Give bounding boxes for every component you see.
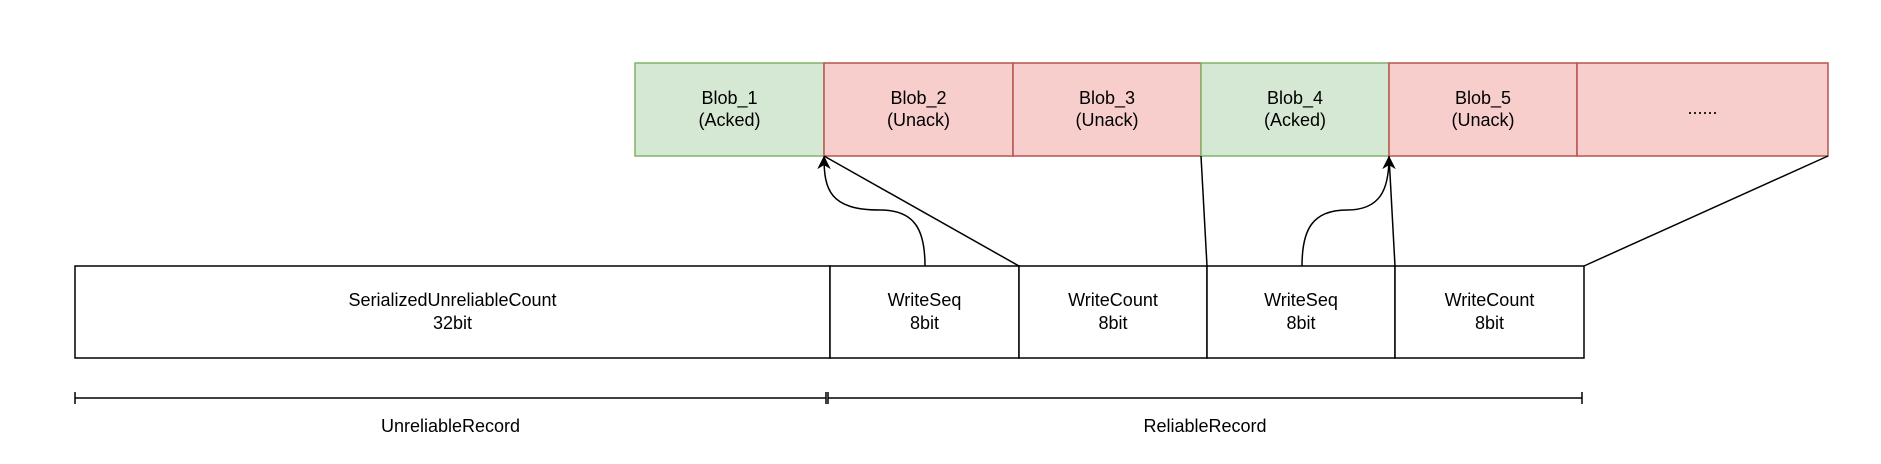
field-box [1206,265,1396,359]
range-label: UnreliableRecord [381,416,520,436]
write-count-connector [1583,155,1829,267]
field-name: SerializedUnreliableCount [348,290,556,310]
write-count-connector [1200,155,1208,267]
blob-cell: ...... [1576,62,1829,157]
blob-box [1388,62,1578,157]
blob-name: Blob_5 [1455,88,1511,109]
write-seq-arrow [817,155,926,267]
blob-ellipsis: ...... [1687,98,1717,118]
blob-status: (Unack) [887,110,950,130]
blob-box [1576,62,1829,157]
blob-status: (Acked) [698,110,760,130]
blob-box [634,62,825,157]
blob-cell: Blob_1(Acked) [634,62,825,157]
write-count-connector [823,155,1020,267]
field-cell: SerializedUnreliableCount 32bit [74,265,831,359]
range-bracket: ReliableRecord [827,392,1583,436]
write-seq-arrow [1301,155,1396,267]
blob-cell: Blob_5(Unack) [1388,62,1578,157]
blob-name: Blob_2 [890,88,946,109]
field-size: 8bit [1098,313,1127,333]
blob-status: (Unack) [1075,110,1138,130]
field-size: 8bit [910,313,939,333]
field-cell: WriteSeq 8bit [829,265,1020,359]
field-box [1394,265,1585,359]
blob-name: Blob_3 [1079,88,1135,109]
range-bracket: UnreliableRecord [74,392,827,436]
blob-box [823,62,1014,157]
field-cell: WriteCount 8bit [1018,265,1208,359]
field-box [1018,265,1208,359]
field-cell: WriteSeq 8bit [1206,265,1396,359]
range-label: ReliableRecord [1143,416,1266,436]
field-size: 8bit [1286,313,1315,333]
field-size: 8bit [1475,313,1504,333]
write-count-connector [1388,155,1396,267]
field-cell: WriteCount 8bit [1394,265,1585,359]
field-name: WriteCount [1445,290,1535,310]
blob-cell: Blob_3(Unack) [1012,62,1202,157]
blob-box [1200,62,1390,157]
blob-status: (Acked) [1264,110,1326,130]
field-box [74,265,831,359]
blob-status: (Unack) [1451,110,1514,130]
field-name: WriteSeq [1264,290,1338,310]
blob-cell: Blob_4(Acked) [1200,62,1390,157]
blob-cell: Blob_2(Unack) [823,62,1014,157]
field-name: WriteSeq [888,290,962,310]
field-box [829,265,1020,359]
blob-name: Blob_1 [701,88,757,109]
blob-name: Blob_4 [1267,88,1323,109]
blob-box [1012,62,1202,157]
field-name: WriteCount [1068,290,1158,310]
field-size: 32bit [433,313,472,333]
